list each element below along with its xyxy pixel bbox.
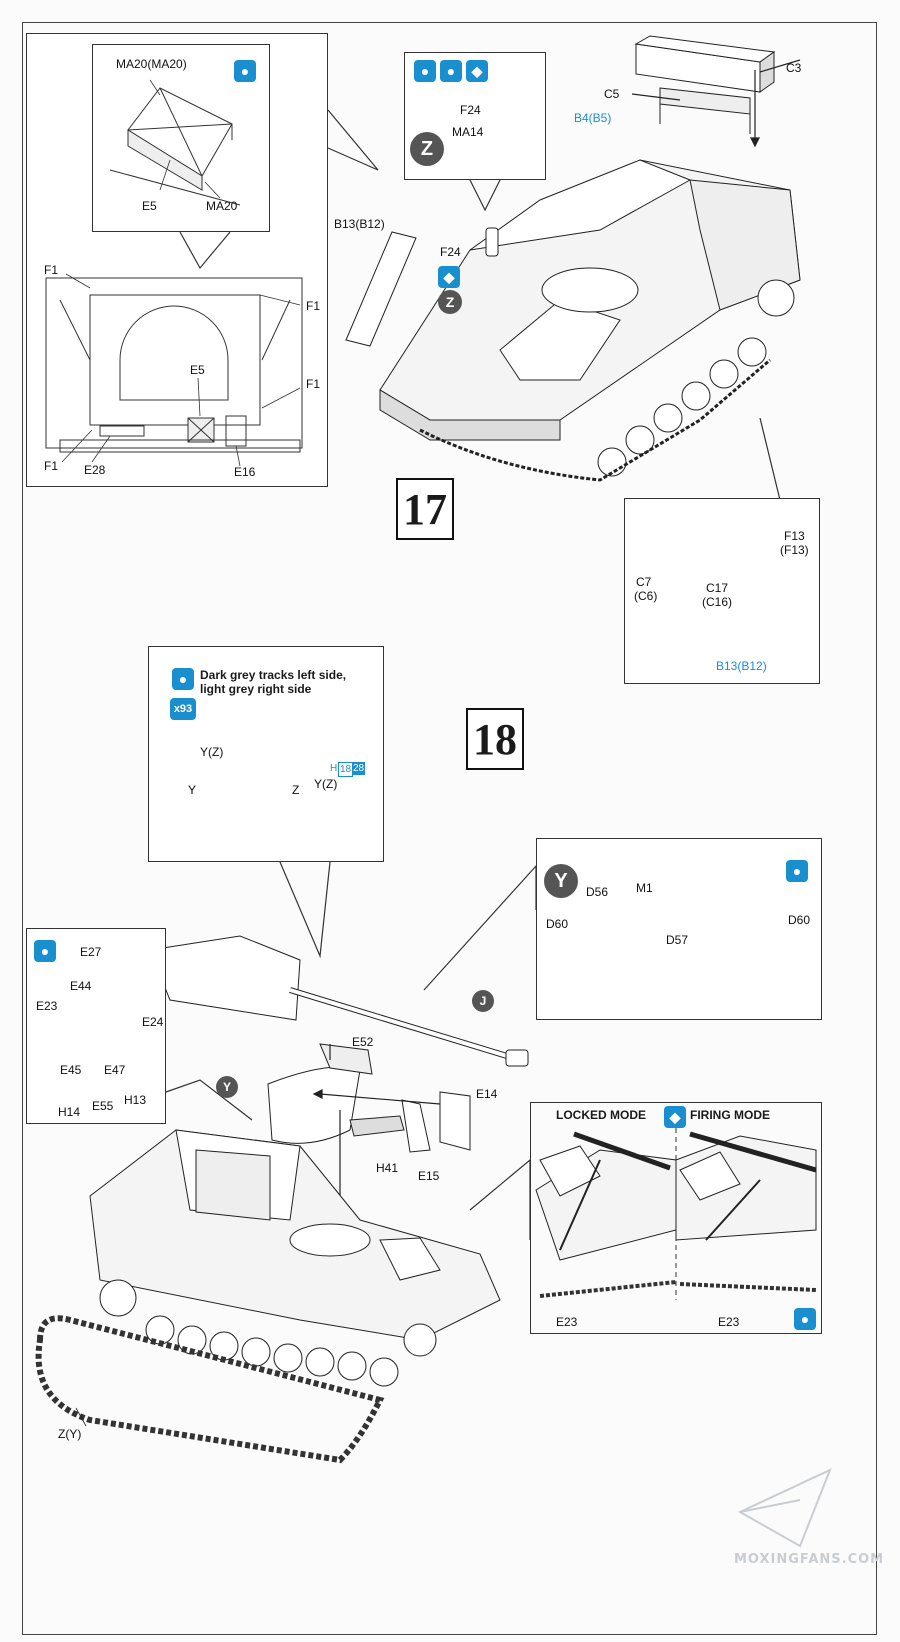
- label-e23-locked: E23: [556, 1315, 578, 1329]
- paint-brush-icon-tracks: ●: [172, 668, 194, 690]
- label-e45: E45: [60, 1063, 82, 1077]
- label-e52: E52: [352, 1035, 374, 1049]
- label-e16: E16: [234, 465, 256, 479]
- label-yz-b: Y(Z): [314, 777, 338, 791]
- label-28: 28: [352, 762, 366, 775]
- label-b13-b12-blue: B13(B12): [716, 659, 767, 673]
- track-note-line2: light grey right side: [200, 682, 312, 696]
- label-e44: E44: [70, 979, 92, 993]
- label-f24-a: F24: [460, 103, 481, 117]
- label-e5-mid: E5: [190, 363, 205, 377]
- label-yz-a: Y(Z): [200, 745, 224, 759]
- label-b13-b12: B13(B12): [334, 217, 385, 231]
- label-18: 18: [338, 762, 354, 777]
- label-e23: E23: [36, 999, 58, 1013]
- label-f1-d: F1: [44, 459, 59, 473]
- label-e15: E15: [418, 1169, 440, 1183]
- label-e24: E24: [142, 1015, 164, 1029]
- mode-detail-box: [530, 1102, 822, 1334]
- step-number-18: 18: [466, 708, 524, 770]
- mirror-icon: ◆: [466, 60, 488, 82]
- label-c7: C7: [636, 575, 652, 589]
- paint-brush-icon-y: ●: [786, 860, 808, 882]
- paint-brush-icon-mode: ●: [794, 1308, 816, 1330]
- label-c3: C3: [786, 61, 802, 75]
- x93-badge: x93: [170, 698, 196, 720]
- label-f1-a: F1: [44, 263, 59, 277]
- locked-mode-title: LOCKED MODE: [556, 1108, 646, 1122]
- label-f24-b: F24: [440, 245, 461, 259]
- label-f13p: (F13): [780, 543, 809, 557]
- paint-brush-icon-e: ●: [34, 940, 56, 962]
- label-f1-c: F1: [306, 377, 321, 391]
- step18-y-inset: [536, 838, 822, 1020]
- label-ma20: MA20: [206, 199, 238, 213]
- label-d60-b: D60: [788, 913, 811, 927]
- z-badge-small: Z: [438, 290, 462, 314]
- label-e5-top: E5: [142, 199, 157, 213]
- label-c17: C17: [706, 581, 729, 595]
- label-f1-b: F1: [306, 299, 321, 313]
- step17-side-inset: [624, 498, 820, 684]
- label-zy: Z(Y): [58, 1427, 82, 1441]
- step18-e-parts-box: [26, 928, 166, 1124]
- label-e27: E27: [80, 945, 102, 959]
- label-ma14: MA14: [452, 125, 484, 139]
- y-badge-small: Y: [216, 1076, 238, 1098]
- label-d60-a: D60: [546, 917, 569, 931]
- label-e55: E55: [92, 1099, 114, 1113]
- z-badge: Z: [410, 132, 444, 166]
- paint-drop-icon: ●: [234, 60, 256, 82]
- firing-mode-title: FIRING MODE: [690, 1108, 770, 1122]
- step-number-17: 17: [396, 478, 454, 540]
- label-c6p: (C6): [634, 589, 658, 603]
- watermark: MOXINGFANS.COM: [734, 1552, 885, 1567]
- label-f13: F13: [784, 529, 805, 543]
- label-c16p: (C16): [702, 595, 733, 609]
- label-z: Z: [292, 783, 300, 797]
- label-ma20-ma20: MA20(MA20): [116, 57, 187, 71]
- label-y: Y: [188, 783, 197, 797]
- label-h41: H41: [376, 1161, 399, 1175]
- label-h14: H14: [58, 1105, 81, 1119]
- mirror-icon-mode: ◆: [664, 1106, 686, 1128]
- label-e28: E28: [84, 463, 106, 477]
- label-h13: H13: [124, 1093, 147, 1107]
- label-m1: M1: [636, 881, 653, 895]
- j-badge: J: [472, 990, 494, 1012]
- paint-drop-icon-2: ●: [440, 60, 462, 82]
- label-e14: E14: [476, 1087, 498, 1101]
- label-e47: E47: [104, 1063, 126, 1077]
- page-frame: [22, 22, 877, 1635]
- y-badge: Y: [544, 864, 578, 898]
- paint-brush-icon: ●: [414, 60, 436, 82]
- label-c5: C5: [604, 87, 620, 101]
- label-h: H: [330, 763, 338, 774]
- label-b4-b5: B4(B5): [574, 111, 612, 125]
- track-note-line1: Dark grey tracks left side,: [200, 668, 347, 682]
- label-d56: D56: [586, 885, 609, 899]
- label-e23-firing: E23: [718, 1315, 740, 1329]
- mirror-icon-2: ◆: [438, 266, 460, 288]
- label-d57: D57: [666, 933, 689, 947]
